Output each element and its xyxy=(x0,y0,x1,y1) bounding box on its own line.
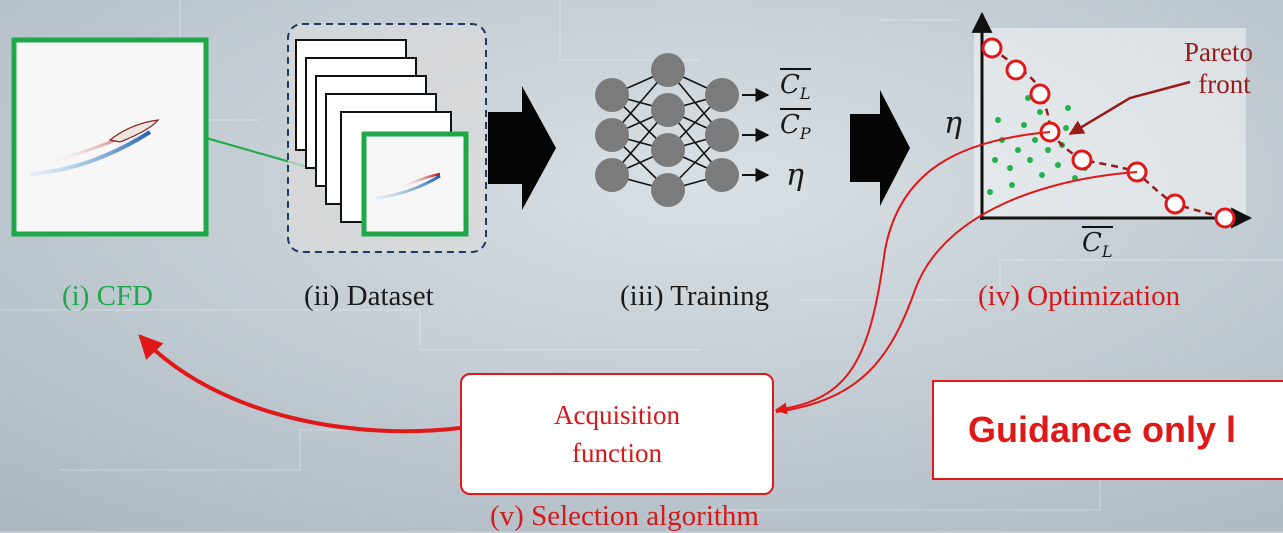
neural-network-icon xyxy=(595,53,770,207)
training-to-optimization-arrow xyxy=(850,90,910,206)
optimization-stage-label: (iv) Optimization xyxy=(978,280,1181,312)
training-stage-label: (iii) Training xyxy=(620,280,770,312)
circuit-pattern xyxy=(0,0,1283,511)
output-cp-label: CP xyxy=(780,108,811,144)
acquisition-line-2: function xyxy=(572,438,662,468)
guidance-text: Guidance only l xyxy=(968,409,1237,450)
output-eta-label: η xyxy=(786,158,804,193)
optimization-plot xyxy=(971,11,1253,229)
pareto-front-label: Pareto front xyxy=(1184,37,1253,99)
acquisition-function-box: Acquisition function xyxy=(460,373,774,495)
dataset-stage-label: (ii) Dataset xyxy=(304,280,434,312)
plot-y-axis-label: η xyxy=(944,106,962,141)
guidance-box: Guidance only l xyxy=(932,380,1283,480)
output-cl-label: CL xyxy=(780,68,811,104)
sample-points xyxy=(987,95,1088,195)
acquisition-to-cfd-arrow xyxy=(138,334,461,434)
pareto-label-arrow xyxy=(1068,80,1191,136)
pareto-to-acquisition-curve-2 xyxy=(775,171,1138,413)
plot-x-axis-label: CL xyxy=(1082,226,1113,262)
pareto-to-acquisition-curve-1 xyxy=(774,131,1051,415)
cfd-stage-label: (i) CFD xyxy=(62,280,154,312)
dataset-panel xyxy=(287,23,487,253)
selection-stage-label: (v) Selection algorithm xyxy=(490,500,759,532)
dataset-to-training-arrow xyxy=(488,86,556,210)
acquisition-line-1: Acquisition xyxy=(554,400,680,430)
pareto-points xyxy=(981,37,1236,229)
cfd-panel xyxy=(11,37,209,237)
